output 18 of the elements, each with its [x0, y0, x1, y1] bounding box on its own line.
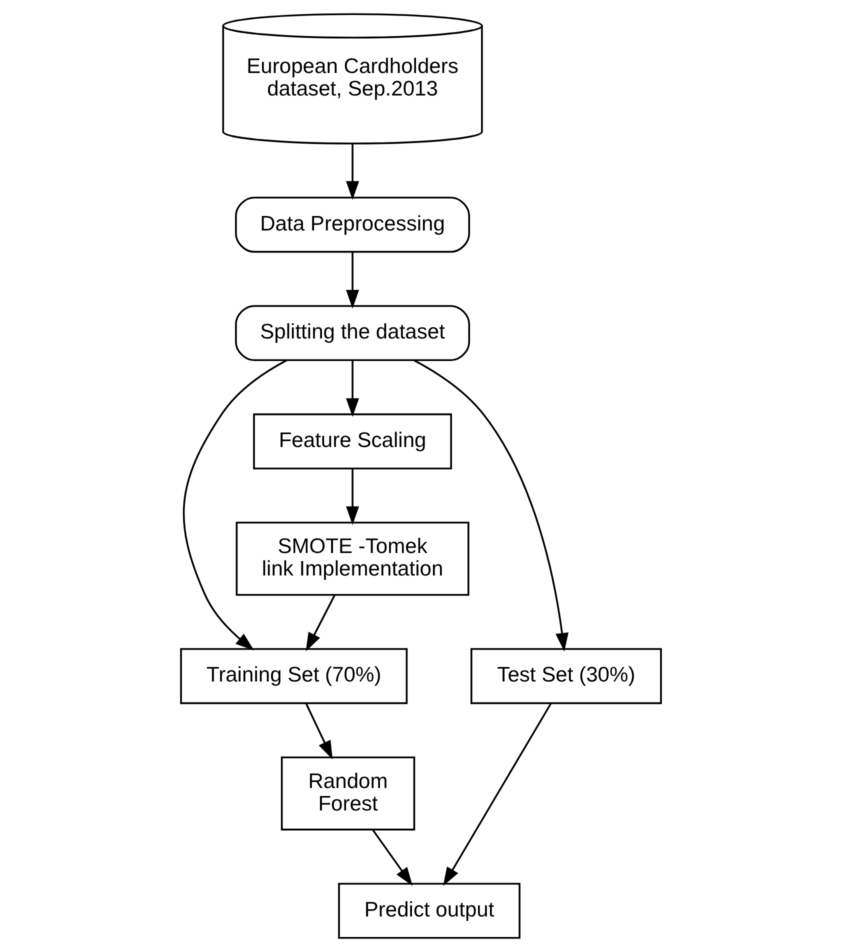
node-box: Predict output	[338, 882, 520, 939]
arrow	[306, 594, 336, 652]
node-box: Training Set (70%)	[180, 648, 408, 704]
node-box: Splitting the dataset	[235, 305, 470, 362]
arrow	[372, 829, 413, 886]
node-box: Feature Scaling	[253, 413, 452, 470]
arrow	[346, 360, 360, 417]
node-box: Random Forest	[280, 756, 416, 830]
arrow	[346, 144, 360, 200]
arrow	[443, 702, 552, 886]
node-box: Data Preprocessing	[235, 196, 470, 253]
arrow	[346, 468, 360, 526]
arrow	[414, 360, 569, 652]
arrow	[305, 703, 333, 760]
node-box: Test Set (30%)	[470, 648, 662, 704]
node-box: SMOTE -Tomek link Implementation	[236, 522, 470, 596]
arrow	[182, 360, 287, 651]
arrow	[346, 252, 360, 309]
